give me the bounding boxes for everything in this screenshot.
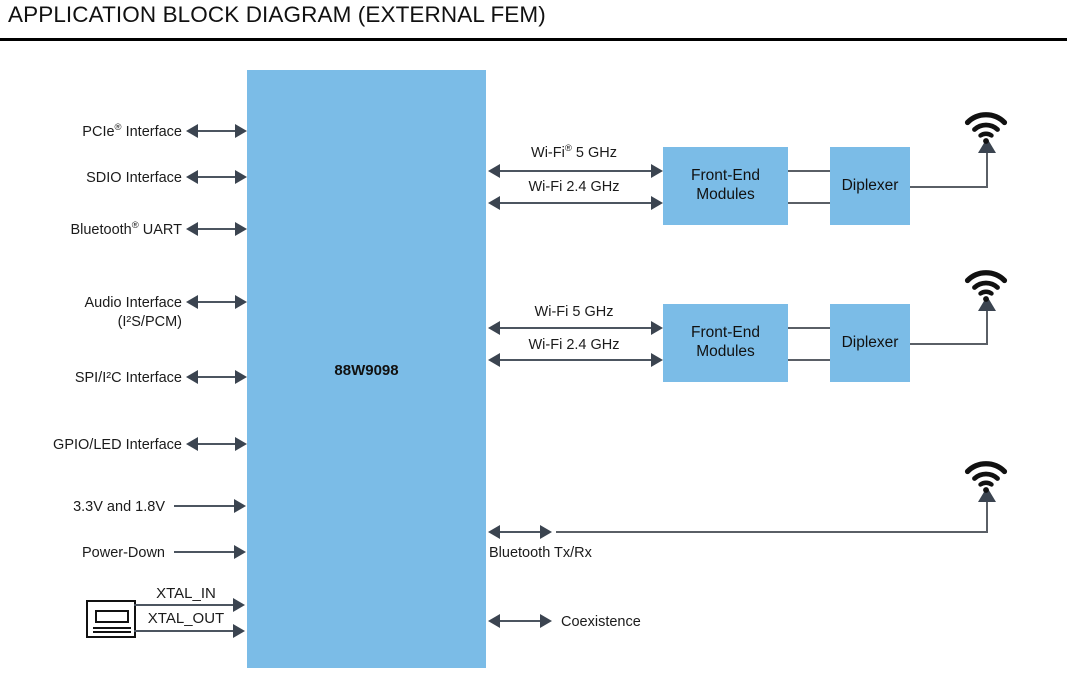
diplexer-block-chain1[interactable]: Diplexer bbox=[830, 147, 910, 225]
arrow-bluetooth-right-icon bbox=[540, 525, 552, 539]
connector-wifi5-chain1 bbox=[495, 170, 655, 172]
label-bluetooth-tx-rx: Bluetooth Tx/Rx bbox=[489, 545, 592, 561]
label-bluetooth-uart: Bluetooth® UART bbox=[70, 220, 182, 238]
arrow-wifi24-chain1-left-icon bbox=[488, 196, 500, 210]
arrow-sdio-left-icon bbox=[186, 170, 198, 184]
wifi-antenna-icon-chain1 bbox=[964, 112, 1008, 144]
connector-pcie bbox=[192, 130, 242, 132]
connector-diplexer-antenna-chain2 bbox=[910, 343, 988, 345]
arrow-supply-right-icon bbox=[234, 499, 246, 513]
front-end-modules-block-chain1[interactable]: Front-End Modules bbox=[663, 147, 788, 225]
label-wifi5-chain1: Wi-Fi® 5 GHz bbox=[531, 143, 617, 161]
connector-wifi24-chain2 bbox=[495, 359, 655, 361]
title-divider bbox=[0, 38, 1067, 41]
arrow-antenna-bluetooth-up-icon bbox=[978, 487, 996, 502]
connector-wifi5-chain2 bbox=[495, 327, 655, 329]
fem-label-line2: Modules bbox=[696, 186, 755, 203]
connector-spi-i2c bbox=[192, 376, 242, 378]
connector-power-down bbox=[174, 551, 236, 553]
label-audio-interface-line2: (I²S/PCM) bbox=[117, 313, 182, 330]
arrow-wifi5-chain2-right-icon bbox=[651, 321, 663, 335]
arrow-pcie-left-icon bbox=[186, 124, 198, 138]
arrow-audio-left-icon bbox=[186, 295, 198, 309]
label-wifi24-chain1: Wi-Fi 2.4 GHz bbox=[528, 179, 620, 195]
wifi-antenna-icon-bluetooth bbox=[964, 461, 1008, 493]
registered-mark-icon: ® bbox=[114, 122, 122, 134]
connector-antenna-riser-chain2 bbox=[986, 310, 988, 344]
connector-xtal-out bbox=[134, 630, 238, 632]
label-supply-voltages: 3.3V and 1.8V bbox=[73, 499, 165, 515]
arrow-wifi5-chain1-right-icon bbox=[651, 164, 663, 178]
label-wifi24-chain2: Wi-Fi 2.4 GHz bbox=[528, 337, 620, 353]
arrow-antenna-chain2-up-icon bbox=[978, 296, 996, 311]
label-xtal-in: XTAL_IN bbox=[156, 585, 216, 602]
arrow-xtal-out-right-icon bbox=[233, 624, 245, 638]
connector-xtal-in bbox=[134, 604, 238, 606]
label-sdio-interface: SDIO Interface bbox=[86, 170, 182, 186]
diplexer-block-chain2[interactable]: Diplexer bbox=[830, 304, 910, 382]
arrow-bt-uart-right-icon bbox=[235, 222, 247, 236]
arrow-xtal-in-right-icon bbox=[233, 598, 245, 612]
connector-sdio bbox=[192, 176, 242, 178]
arrow-wifi5-chain2-left-icon bbox=[488, 321, 500, 335]
connector-audio bbox=[192, 301, 242, 303]
arrow-spi-right-icon bbox=[235, 370, 247, 384]
arrow-sdio-right-icon bbox=[235, 170, 247, 184]
connector-coexistence bbox=[495, 620, 545, 622]
connector-bluetooth-uart bbox=[192, 228, 242, 230]
label-wifi5-chain2: Wi-Fi 5 GHz bbox=[534, 304, 614, 320]
diplexer-label: Diplexer bbox=[841, 333, 899, 351]
wifi-antenna-icon-chain2 bbox=[964, 270, 1008, 302]
label-coexistence: Coexistence bbox=[561, 614, 641, 630]
arrow-gpio-left-icon bbox=[186, 437, 198, 451]
connector-antenna-riser-chain1 bbox=[986, 152, 988, 187]
arrow-power-down-right-icon bbox=[234, 545, 246, 559]
soc-block-88w9098[interactable]: 88W9098 bbox=[247, 70, 486, 668]
label-pcie-interface: PCIe® Interface bbox=[82, 122, 182, 140]
label-spi-i2c-interface: SPI/I²C Interface bbox=[74, 370, 182, 386]
fem-label-line1: Front-End bbox=[691, 167, 760, 185]
arrow-wifi24-chain2-left-icon bbox=[488, 353, 500, 367]
label-audio-interface: Audio Interface (I²S/PCM) bbox=[0, 294, 182, 331]
arrow-audio-right-icon bbox=[235, 295, 247, 309]
arrow-coexistence-left-icon bbox=[488, 614, 500, 628]
connector-fem-diplexer-bottom-chain2 bbox=[788, 359, 831, 361]
connector-fem-diplexer-top-chain1 bbox=[788, 170, 831, 172]
label-gpio-led-interface: GPIO/LED Interface bbox=[53, 437, 182, 453]
arrow-bt-uart-left-icon bbox=[186, 222, 198, 236]
arrow-coexistence-right-icon bbox=[540, 614, 552, 628]
crystal-bar-bottom-icon bbox=[93, 631, 131, 633]
arrow-bluetooth-left-icon bbox=[488, 525, 500, 539]
connector-fem-diplexer-bottom-chain1 bbox=[788, 202, 831, 204]
connector-bluetooth-antenna bbox=[556, 531, 988, 533]
label-power-down: Power-Down bbox=[82, 545, 165, 561]
soc-block-label: 88W9098 bbox=[334, 362, 399, 379]
arrow-pcie-right-icon bbox=[235, 124, 247, 138]
page-title: APPLICATION BLOCK DIAGRAM (EXTERNAL FEM) bbox=[8, 2, 546, 27]
crystal-oscillator-icon bbox=[86, 600, 136, 638]
registered-mark-icon: ® bbox=[564, 143, 572, 155]
crystal-inner-plate-icon bbox=[95, 610, 129, 623]
arrow-gpio-right-icon bbox=[235, 437, 247, 451]
arrow-wifi5-chain1-left-icon bbox=[488, 164, 500, 178]
front-end-modules-block-chain2[interactable]: Front-End Modules bbox=[663, 304, 788, 382]
diplexer-label: Diplexer bbox=[841, 176, 899, 194]
crystal-bar-top-icon bbox=[93, 627, 131, 629]
fem-label-line1: Front-End bbox=[691, 324, 760, 342]
arrow-antenna-chain1-up-icon bbox=[978, 138, 996, 153]
arrow-spi-left-icon bbox=[186, 370, 198, 384]
arrow-wifi24-chain2-right-icon bbox=[651, 353, 663, 367]
connector-bluetooth-arrow-stem bbox=[495, 531, 545, 533]
connector-wifi24-chain1 bbox=[495, 202, 655, 204]
connector-antenna-riser-bluetooth bbox=[986, 500, 988, 532]
connector-fem-diplexer-top-chain2 bbox=[788, 327, 831, 329]
registered-mark-icon: ® bbox=[131, 220, 139, 232]
connector-diplexer-antenna-chain1 bbox=[910, 186, 988, 188]
label-xtal-out: XTAL_OUT bbox=[147, 610, 225, 627]
connector-gpio-led bbox=[192, 443, 242, 445]
fem-label-line2: Modules bbox=[696, 343, 755, 360]
connector-supply bbox=[174, 505, 236, 507]
arrow-wifi24-chain1-right-icon bbox=[651, 196, 663, 210]
